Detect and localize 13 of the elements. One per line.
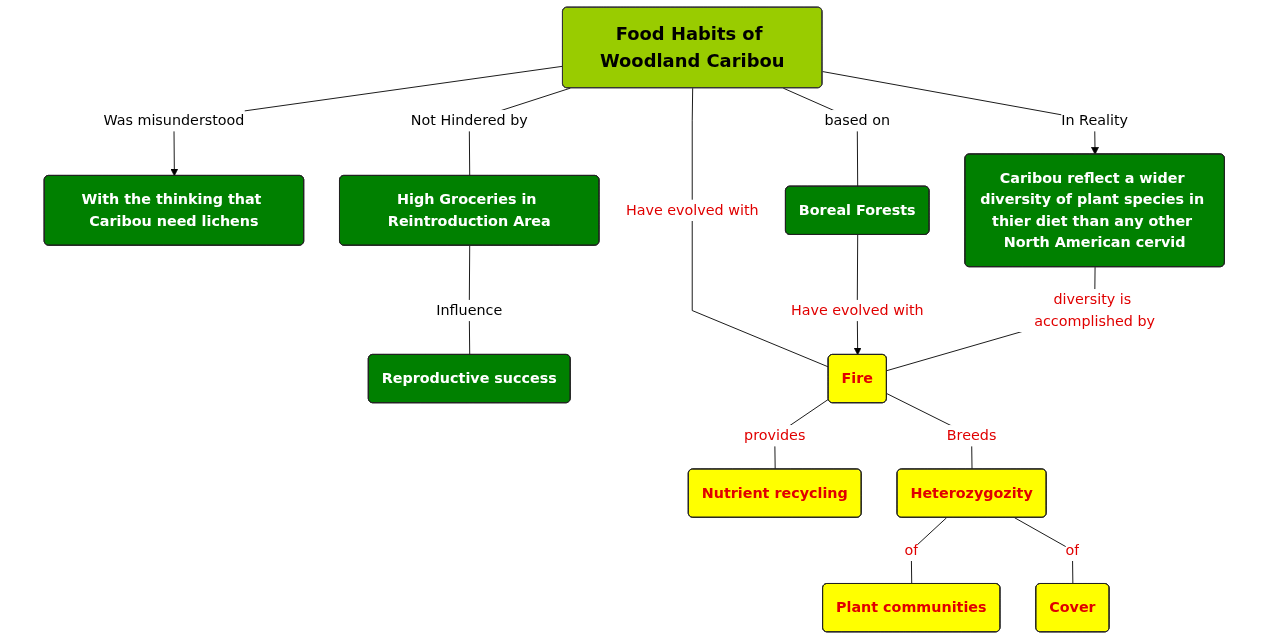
edge-label: of (1065, 541, 1080, 559)
edge-label: of (904, 541, 919, 559)
edge-label: Breeds (947, 426, 997, 444)
edge-label: provides (744, 426, 806, 444)
edge-label: Have evolved with (791, 301, 924, 319)
edge-label: diversity is accomplished by (1034, 290, 1156, 330)
edge-label: In Reality (1061, 111, 1129, 129)
edge-label: Not Hindered by (411, 111, 528, 129)
edge-label: Was misunderstood (103, 111, 245, 129)
connector (692, 87, 830, 368)
edge-label: Influence (436, 301, 503, 319)
edge-label: based on (824, 111, 891, 129)
edge-label: Have evolved with (626, 201, 759, 219)
